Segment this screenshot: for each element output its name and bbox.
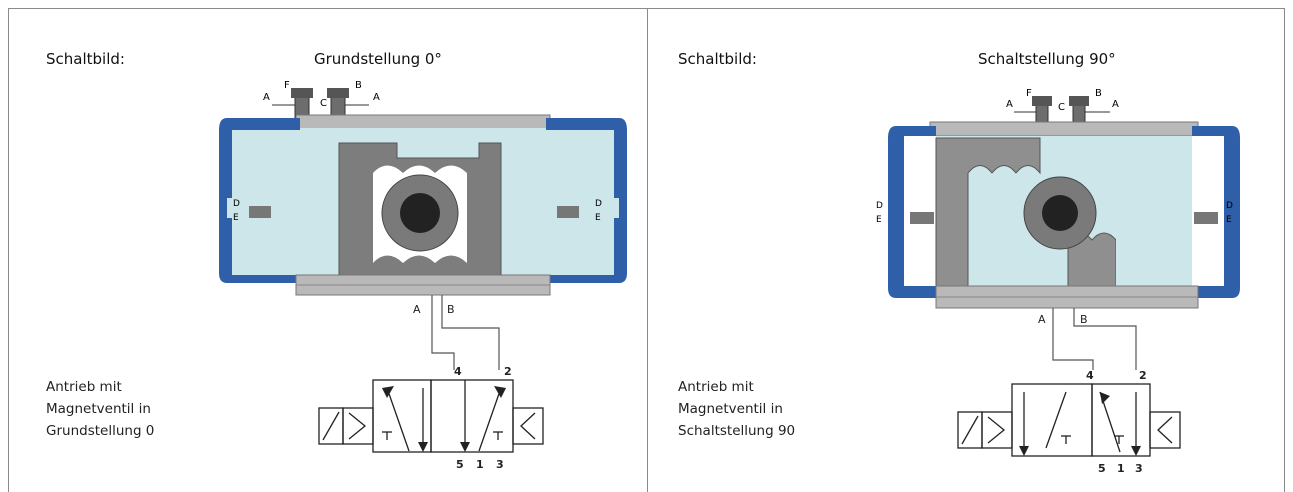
air-lines: A B [1038, 308, 1137, 370]
label-side-left-d: D [233, 199, 240, 209]
valve-port-labels: 4 2 5 1 3 [454, 365, 512, 471]
valve-port-labels: 4 2 5 1 3 [1086, 369, 1147, 475]
solenoid-valve-symbol [957, 383, 1181, 457]
valve-arrowheads [1019, 392, 1141, 456]
valve-port-3: 3 [496, 458, 504, 471]
label-side-right-d: D [595, 199, 602, 209]
panel-grundstellung: Schaltbild: Grundstellung 0° Antrieb mit… [9, 8, 647, 492]
valve-port-1: 1 [1117, 462, 1125, 475]
panel-divider [647, 8, 648, 492]
valve-port-5: 5 [456, 458, 464, 471]
actuator-housing: D E D E [876, 121, 1240, 309]
actuator-diagram-0: A F C B A [219, 80, 627, 471]
valve-port-5: 5 [1098, 462, 1106, 475]
panel-heading: Schaltbild: [678, 50, 757, 68]
solenoid-valve-symbol [318, 379, 544, 453]
label-port-a: A [1038, 313, 1046, 326]
panel-title: Grundstellung 0° [314, 50, 442, 68]
panel-caption: Antrieb mit Magnetventil in Schaltstellu… [678, 379, 796, 439]
label-top-a2: A [1112, 99, 1119, 110]
label-side-right-e: E [1226, 215, 1232, 225]
panel-title: Schaltstellung 90° [978, 50, 1116, 68]
label-top-c: C [320, 98, 327, 109]
panel-schaltstellung: Schaltbild: Schaltstellung 90° Antrieb m… [648, 8, 1285, 492]
label-top-b: B [1095, 88, 1102, 99]
label-port-b: B [447, 303, 455, 316]
label-port-b: B [1080, 313, 1088, 326]
valve-port-2: 2 [1139, 369, 1147, 382]
diagram-frame [8, 8, 1285, 492]
label-top-a1: A [1006, 99, 1013, 110]
label-top-a1: A [263, 92, 270, 103]
label-port-a: A [413, 303, 421, 316]
valve-port-4: 4 [454, 365, 462, 378]
valve-port-3: 3 [1135, 462, 1143, 475]
label-side-left-d: D [876, 201, 883, 211]
label-top-c: C [1058, 102, 1065, 113]
valve-port-1: 1 [476, 458, 484, 471]
valve-port-4: 4 [1086, 369, 1094, 382]
panel-heading: Schaltbild: [46, 50, 125, 68]
actuator-diagram-1: A F C B A D E D E [876, 88, 1240, 475]
label-top-f: F [1026, 88, 1032, 99]
label-top-b: B [355, 80, 362, 91]
actuator-housing: D E D E [219, 114, 627, 296]
air-lines: A B [413, 295, 500, 370]
valve-port-2: 2 [504, 365, 512, 378]
label-top-f: F [284, 80, 290, 91]
panel-caption: Antrieb mit Magnetventil in Grundstellun… [46, 379, 155, 439]
label-top-a2: A [373, 92, 380, 103]
valve-arrowheads [382, 386, 506, 452]
label-side-left-e: E [876, 215, 882, 225]
label-side-right-d: D [1226, 201, 1233, 211]
label-side-left-e: E [233, 213, 239, 223]
label-side-right-e: E [595, 213, 601, 223]
